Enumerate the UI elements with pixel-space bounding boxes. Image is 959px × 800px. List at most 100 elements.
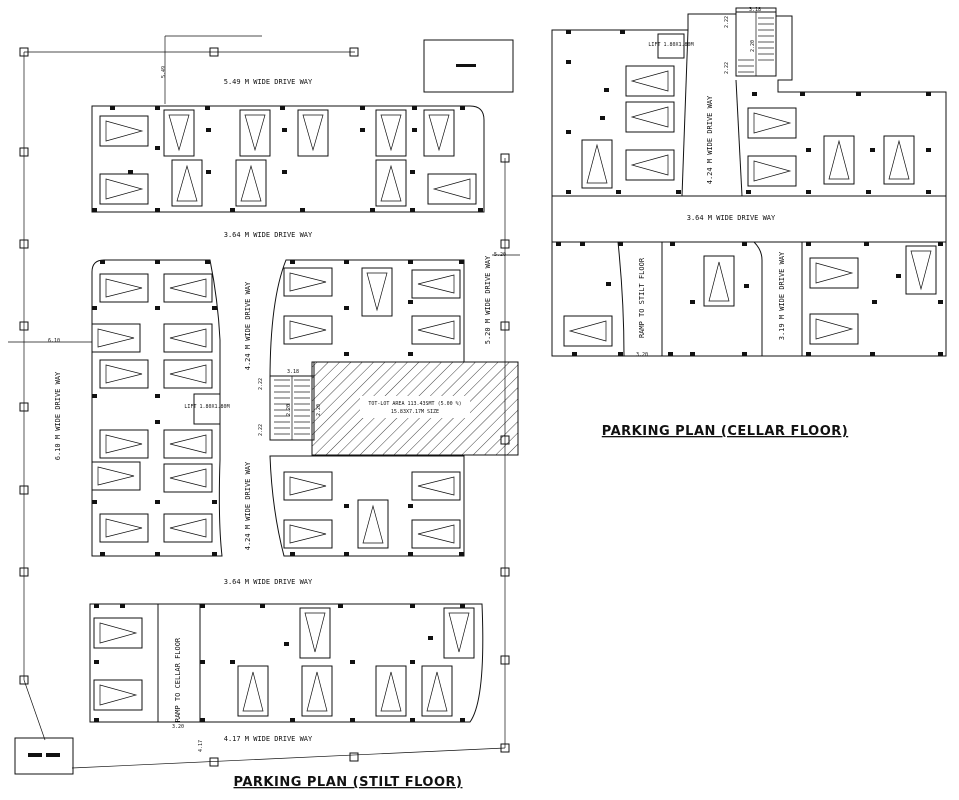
- manhole: [500, 153, 510, 163]
- parking-bay: [357, 499, 389, 549]
- stilt-plan-title: PARKING PLAN (STILT FLOOR): [234, 775, 463, 790]
- parking-bay: [703, 255, 735, 307]
- manhole: [209, 757, 219, 767]
- parking-bay: [237, 665, 269, 717]
- parking-bay: [411, 269, 461, 299]
- dimension-320: 3.20: [172, 724, 184, 730]
- parking-bay: [99, 359, 149, 389]
- parking-bay: [91, 461, 141, 491]
- parking-bay: [283, 315, 333, 345]
- cellar-lift-box: [657, 33, 685, 59]
- parking-bay: [235, 159, 267, 207]
- cellar-driveway-right: 3.19 M WIDE DRIVE WAY: [778, 251, 786, 340]
- parking-bay: [239, 109, 271, 157]
- parking-bay: [423, 109, 455, 157]
- parking-bay: [411, 315, 461, 345]
- manhole: [19, 402, 29, 412]
- cellar-dimension-320: 3.20: [636, 352, 648, 358]
- parking-bay: [375, 159, 407, 207]
- staircase: [269, 375, 315, 441]
- parking-bay: [905, 245, 937, 295]
- manhole: [349, 752, 359, 762]
- manhole: [19, 485, 29, 495]
- dimension-220: 2.20: [286, 404, 292, 416]
- parking-bay: [747, 155, 797, 187]
- parking-bay: [809, 257, 859, 289]
- cellar-floor-plan: LIFT 1.80X1.80M: [551, 7, 947, 439]
- parking-bay: [581, 139, 613, 189]
- parking-bay: [625, 101, 675, 133]
- cellar-staircase: [735, 11, 777, 77]
- parking-bay: [823, 135, 855, 185]
- parking-bay: [99, 429, 149, 459]
- totlot-label-1: TOT-LOT AREA 113.43SMT (5.00 %): [368, 401, 461, 407]
- parking-bay: [99, 513, 149, 543]
- cellar-dimension-318: 3.18: [749, 7, 761, 13]
- cellar-plan-title: PARKING PLAN (CELLAR FLOOR): [602, 424, 848, 439]
- driveway-label-center-upper: 4.24 M WIDE DRIVE WAY: [244, 281, 252, 370]
- parking-bay: [375, 665, 407, 717]
- driveway-label-mid1: 3.64 M WIDE DRIVE WAY: [224, 231, 313, 239]
- parking-bay: [421, 665, 453, 717]
- parking-bay: [411, 519, 461, 549]
- manhole: [19, 675, 29, 685]
- sump-symbol: [456, 64, 476, 67]
- parking-bay: [93, 679, 143, 711]
- cellar-driveway-upper: 4.24 M WIDE DRIVE WAY: [706, 95, 714, 184]
- manhole: [500, 239, 510, 249]
- driveway-label-top: 5.49 M WIDE DRIVE WAY: [224, 78, 313, 86]
- driveway-label-mid2: 3.64 M WIDE DRIVE WAY: [224, 578, 313, 586]
- parking-bay: [747, 107, 797, 139]
- parking-bay: [375, 109, 407, 157]
- parking-bay: [163, 273, 213, 303]
- manhole: [500, 743, 510, 753]
- parking-bay: [171, 159, 203, 207]
- manholes: [19, 47, 510, 767]
- parking-bay: [443, 607, 475, 659]
- parking-bay: [163, 323, 213, 353]
- parking-bay: [625, 149, 675, 181]
- parking-bay: [297, 109, 329, 157]
- parking-bay: [299, 607, 331, 659]
- driveway-label-center-lower: 4.24 M WIDE DRIVE WAY: [244, 461, 252, 550]
- parking-block-a: [91, 105, 485, 213]
- parking-bay: [361, 267, 393, 317]
- parking-bay: [163, 109, 195, 157]
- septic-tank: [14, 737, 74, 775]
- parking-bay: [99, 273, 149, 303]
- cellar-columns: [556, 30, 943, 356]
- cellar-dimension-222a: 2.22: [724, 16, 730, 28]
- driveway-label-left: 6.10 M WIDE DRIVE WAY: [54, 371, 62, 460]
- parking-bay: [301, 665, 333, 717]
- dimension-220b: 2.20: [316, 404, 322, 416]
- parking-bay: [91, 323, 141, 353]
- parking-bay: [283, 519, 333, 549]
- totlot-label-2: 15.83X7.17M SIZE: [391, 409, 439, 415]
- dimension-549: 5.49: [161, 66, 167, 78]
- cellar-dimension-222b: 2.22: [724, 62, 730, 74]
- cellar-driveway-mid: 3.64 M WIDE DRIVE WAY: [687, 214, 776, 222]
- manhole: [349, 47, 359, 57]
- ramp-label: RAMP TO CELLAR FLOOR: [174, 637, 182, 722]
- cellar-lift-label: LIFT 1.80X1.80M: [648, 42, 693, 48]
- parking-bay: [411, 471, 461, 501]
- dimension-520: 5.20: [494, 252, 506, 258]
- manhole: [500, 567, 510, 577]
- manhole: [19, 239, 29, 249]
- parking-bay: [163, 359, 213, 389]
- parking-bay: [163, 513, 213, 543]
- manhole: [209, 47, 219, 57]
- manhole: [500, 321, 510, 331]
- driveway-label-right: 5.20 M WIDE DRIVE WAY: [484, 255, 492, 344]
- lift-box: [193, 393, 221, 425]
- manhole: [19, 321, 29, 331]
- parking-bay: [283, 471, 333, 501]
- dimension-610: 6.10: [48, 338, 60, 344]
- parking-bay: [283, 267, 333, 297]
- parking-bay: [427, 173, 477, 205]
- manhole: [19, 47, 29, 57]
- parking-bay: [883, 135, 915, 185]
- parking-bay: [809, 313, 859, 345]
- parking-bay: [563, 315, 613, 347]
- parking-bay: [93, 617, 143, 649]
